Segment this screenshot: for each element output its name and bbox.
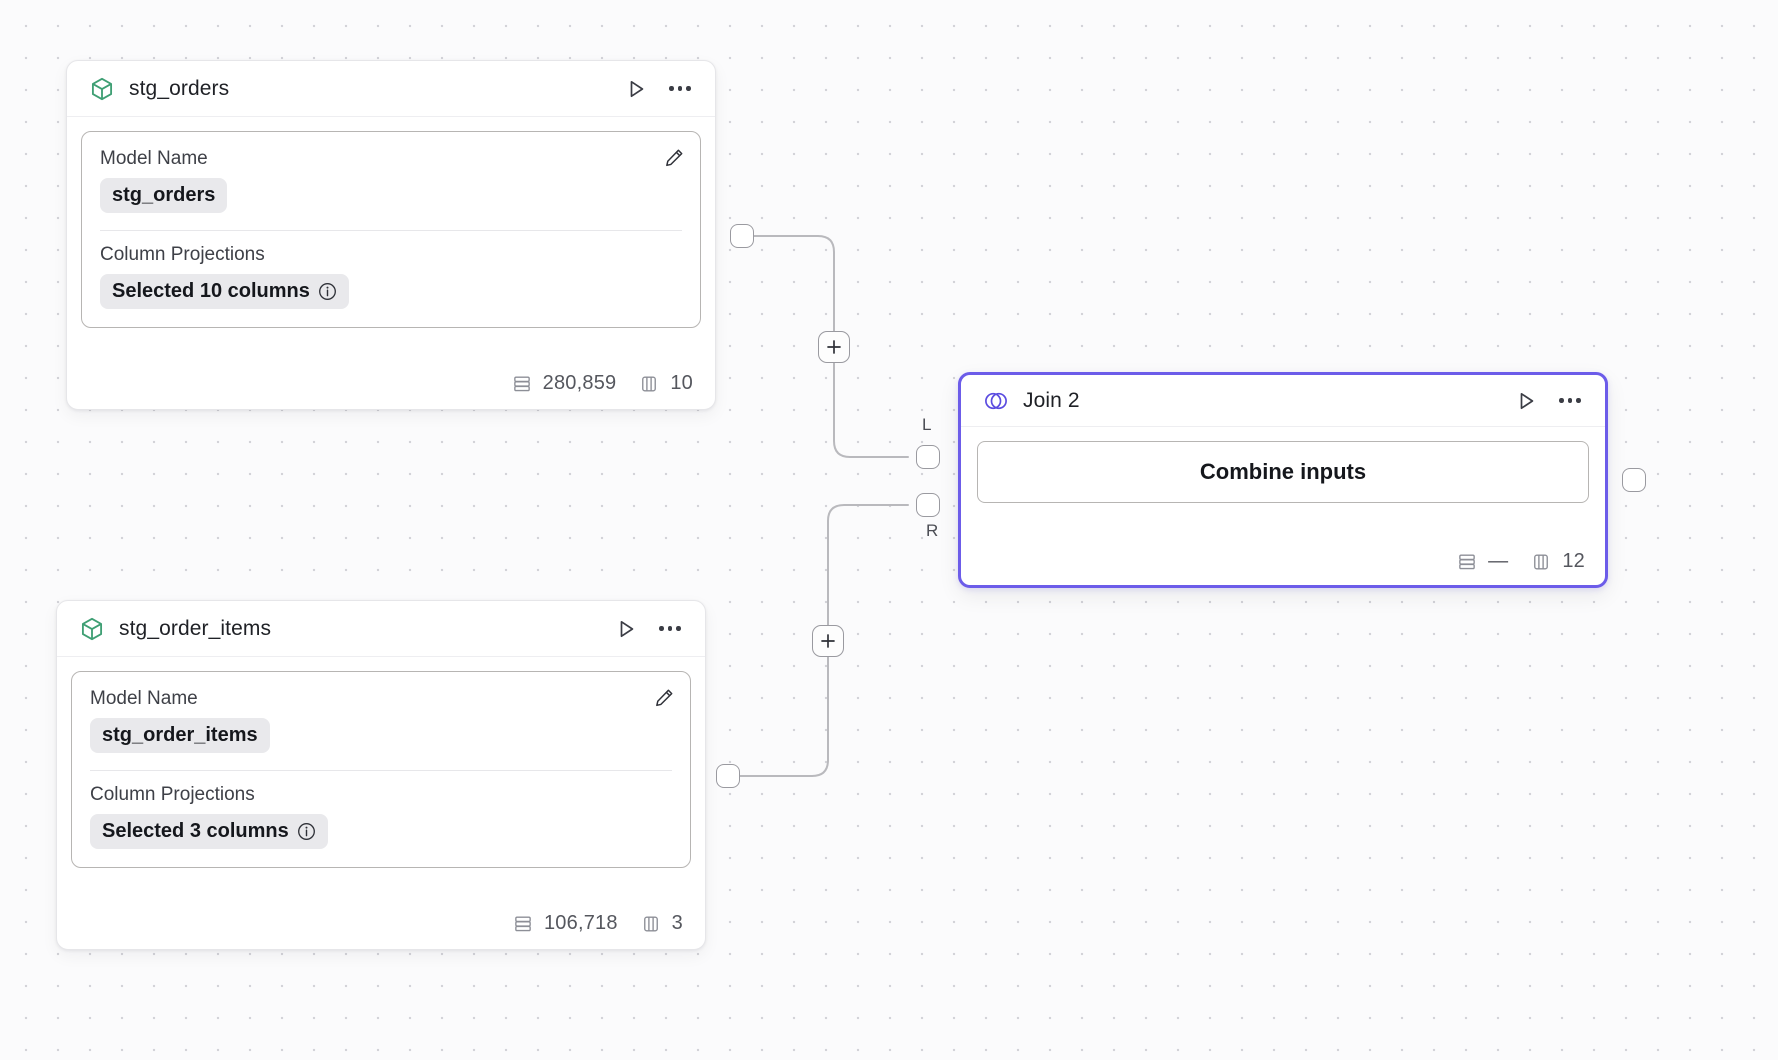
port-label-right: R: [926, 521, 939, 540]
model-name-value: stg_orders: [112, 184, 216, 206]
edit-button[interactable]: [660, 144, 688, 172]
rows-icon: [513, 376, 530, 391]
column-count-value: 12: [1562, 550, 1585, 572]
row-count-value: —: [1488, 550, 1509, 572]
rows-icon: [1459, 554, 1475, 569]
add-node-on-edge-button-1[interactable]: [818, 331, 850, 363]
run-button[interactable]: [1511, 386, 1541, 416]
node-footer: 280,859 10: [67, 360, 715, 409]
info-icon[interactable]: [318, 282, 337, 301]
columns-icon: [1534, 554, 1549, 569]
row-count-value: 280,859: [542, 372, 617, 394]
port-stg-orders-output[interactable]: [730, 224, 754, 248]
add-node-on-edge-button-2[interactable]: [812, 625, 844, 657]
column-count-value: 10: [670, 372, 693, 394]
row-count-stat: 280,859: [511, 372, 617, 395]
rows-icon: [515, 916, 531, 931]
join-venn-icon: [985, 392, 1007, 409]
pencil-icon: [656, 689, 673, 707]
column-count-value: 3: [671, 912, 683, 934]
node-body: Model Name stg_orders Column Projections…: [67, 117, 715, 328]
info-icon[interactable]: [297, 822, 316, 841]
node-join-2[interactable]: Join 2 Combine inputs —: [958, 372, 1608, 588]
ellipsis-icon: [1559, 398, 1581, 403]
columns-icon: [642, 376, 657, 391]
plus-icon: [821, 634, 835, 648]
ellipsis-icon: [669, 86, 691, 91]
column-projections-value: Selected 3 columns: [102, 820, 289, 842]
more-options-button[interactable]: [1555, 386, 1585, 416]
node-body: Combine inputs: [961, 427, 1605, 503]
column-projections-chip[interactable]: Selected 10 columns: [100, 274, 349, 309]
port-join-input-right[interactable]: [916, 493, 940, 517]
run-button[interactable]: [611, 614, 641, 644]
cube-icon: [81, 617, 103, 640]
node-stg-orders[interactable]: stg_orders Model Name: [66, 60, 716, 410]
column-projections-value: Selected 10 columns: [112, 280, 310, 302]
port-stg-order-items-output[interactable]: [716, 764, 740, 788]
run-button[interactable]: [621, 74, 651, 104]
field-label-model-name: Model Name: [100, 148, 208, 169]
node-title: stg_order_items: [119, 616, 272, 640]
pencil-icon: [666, 149, 683, 167]
play-icon: [620, 620, 634, 637]
cube-icon: [91, 77, 113, 100]
edit-button[interactable]: [650, 684, 678, 712]
node-footer: — 12: [961, 540, 1605, 585]
node-header: Join 2: [961, 375, 1605, 427]
divider: [100, 230, 682, 231]
more-options-button[interactable]: [665, 74, 695, 104]
node-footer: 106,718 3: [57, 900, 705, 949]
divider: [90, 770, 672, 771]
model-config-box: Model Name stg_orders Column Projections…: [81, 131, 701, 328]
row-count-value: 106,718: [543, 912, 618, 934]
field-label-column-projections: Column Projections: [100, 244, 265, 265]
node-header: stg_order_items: [57, 601, 705, 657]
more-options-button[interactable]: [655, 614, 685, 644]
node-title: stg_orders: [129, 76, 230, 100]
play-icon: [630, 80, 644, 97]
row-count-stat: —: [1456, 550, 1508, 573]
model-config-box: Model Name stg_order_items Column Projec…: [71, 671, 691, 868]
column-count-stat: 12: [1530, 550, 1585, 573]
row-count-stat: 106,718: [512, 912, 618, 935]
model-name-chip[interactable]: stg_order_items: [90, 718, 270, 753]
column-projections-chip[interactable]: Selected 3 columns: [90, 814, 328, 849]
node-title: Join 2: [1023, 388, 1080, 412]
field-label-model-name: Model Name: [90, 688, 198, 709]
port-join-input-left[interactable]: [916, 445, 940, 469]
column-count-stat: 3: [640, 912, 683, 935]
node-body: Model Name stg_order_items Column Projec…: [57, 657, 705, 868]
ellipsis-icon: [659, 626, 681, 631]
play-icon: [1520, 392, 1534, 409]
node-header: stg_orders: [67, 61, 715, 117]
column-count-stat: 10: [638, 372, 693, 395]
node-stg-order-items[interactable]: stg_order_items Model Name: [56, 600, 706, 950]
field-label-column-projections: Column Projections: [90, 784, 255, 805]
combine-inputs-button[interactable]: Combine inputs: [977, 441, 1589, 503]
plus-icon: [827, 340, 841, 354]
columns-icon: [643, 916, 658, 931]
port-join-output[interactable]: [1622, 468, 1646, 492]
combine-inputs-label: Combine inputs: [1199, 459, 1367, 484]
model-name-chip[interactable]: stg_orders: [100, 178, 228, 213]
port-label-left: L: [922, 415, 932, 434]
model-name-value: stg_order_items: [102, 724, 258, 746]
